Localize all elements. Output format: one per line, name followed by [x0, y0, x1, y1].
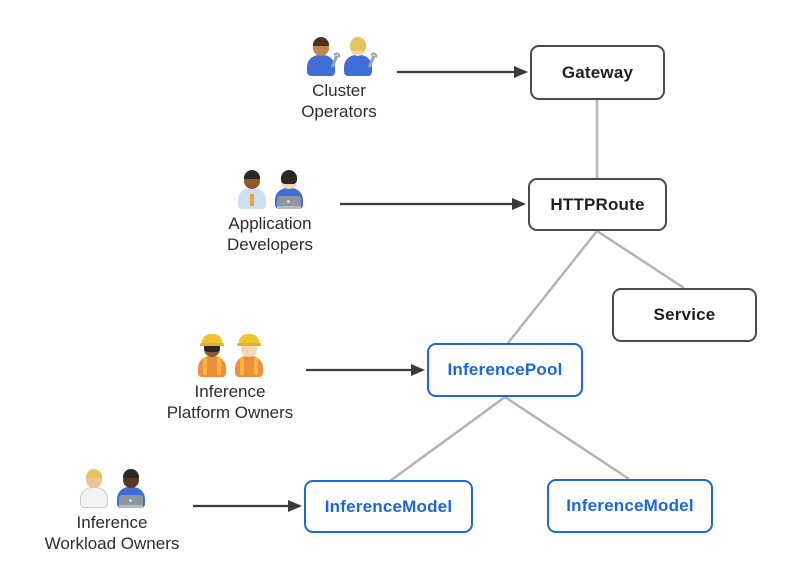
woman-construction-worker-icon: [196, 333, 228, 379]
persona-inference-platform-owners: Inference Platform Owners: [150, 331, 310, 423]
persona-cluster-operators: Cluster Operators: [264, 30, 414, 122]
node-service: Service: [612, 288, 757, 342]
node-inferencemodel-2: InferenceModel: [547, 479, 713, 533]
inference-platform-owners-label: Inference Platform Owners: [166, 382, 294, 422]
health-worker-icon: [78, 464, 110, 510]
node-service-label: Service: [653, 305, 716, 324]
edge-inferencepool-inferencemodel-2: [504, 395, 630, 481]
node-inferencepool: InferencePool: [427, 343, 583, 397]
edge-httproute-inferencepool: [507, 230, 598, 344]
man-construction-worker-icon: [233, 333, 265, 379]
woman-technologist-icon: [273, 165, 305, 211]
cluster-operators-label: Cluster Operators: [301, 81, 377, 121]
edge-httproute-service: [596, 229, 685, 290]
edge-inferencepool-inferencemodel-1: [389, 395, 506, 483]
persona-inference-workload-owners: Inference Workload Owners: [32, 462, 192, 554]
node-inferencemodel-1: InferenceModel: [304, 480, 473, 533]
application-developers-label: Application Developers: [227, 214, 313, 254]
man-technologist-icon: [115, 464, 147, 510]
man-office-worker-icon: [236, 165, 268, 211]
man-mechanic-icon: [305, 32, 338, 78]
node-httproute: HTTPRoute: [528, 178, 667, 231]
node-httproute-label: HTTPRoute: [550, 194, 645, 214]
persona-application-developers: Application Developers: [195, 163, 345, 255]
node-gateway-label: Gateway: [561, 62, 634, 82]
application-developers-icons: [195, 163, 345, 211]
node-gateway: Gateway: [530, 45, 665, 100]
node-inferencemodel-1-label: InferenceModel: [324, 496, 453, 516]
inference-workload-owners-label: Inference Workload Owners: [44, 513, 180, 553]
woman-mechanic-icon: [342, 32, 375, 78]
node-inferencepool-label: InferencePool: [447, 360, 563, 379]
cluster-operators-icons: [264, 30, 414, 78]
inference-workload-owners-icons: [32, 462, 192, 510]
node-inferencemodel-2-label: InferenceModel: [566, 496, 694, 515]
inference-platform-owners-icons: [150, 331, 310, 379]
